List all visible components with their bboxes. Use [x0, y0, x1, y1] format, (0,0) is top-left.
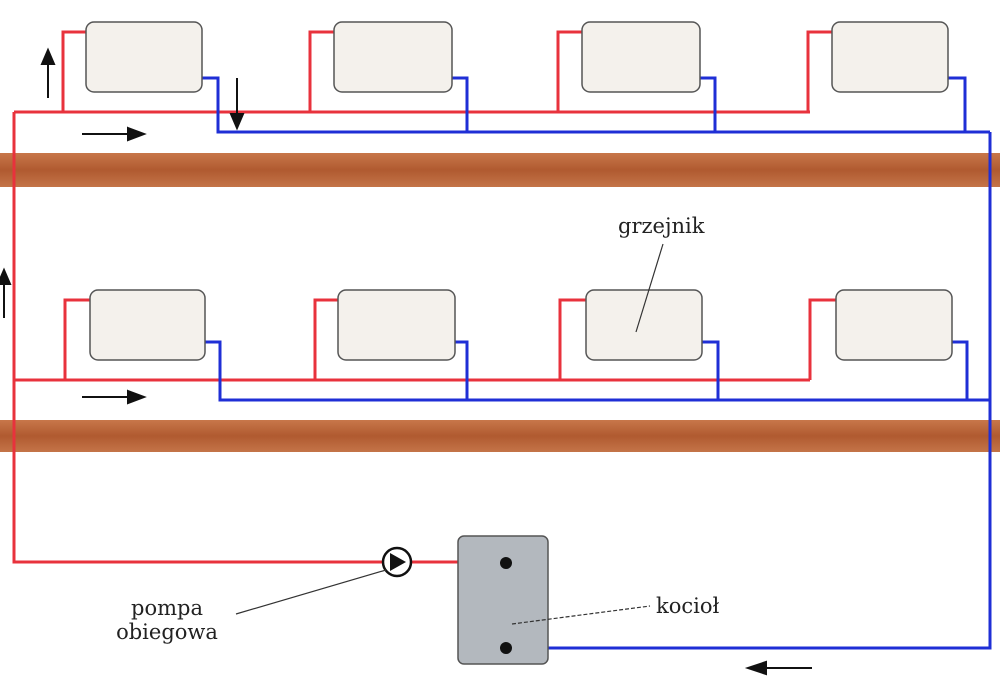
radiator — [89, 289, 206, 361]
radiator-leader-line — [635, 243, 664, 333]
radiator-label: grzejnik — [618, 214, 705, 238]
boiler-leader-line — [511, 605, 651, 625]
radiators-lower — [89, 289, 953, 361]
return-pipes — [202, 76, 992, 650]
floor-slab-lower — [0, 420, 1000, 452]
radiator — [333, 21, 453, 93]
radiator — [835, 289, 953, 361]
pump-label-line-2: obiegowa — [116, 620, 218, 644]
pump-icon — [381, 546, 413, 578]
radiator — [581, 21, 701, 93]
pump-label: pompa obiegowa — [112, 596, 222, 644]
boiler-label: kocioł — [656, 594, 720, 618]
boiler-connection-dot — [500, 557, 512, 569]
flow-arrow-icon — [40, 47, 56, 98]
pump-leader-line — [235, 569, 387, 615]
pump-label-line-1: pompa — [131, 596, 203, 620]
radiator — [831, 21, 949, 93]
boiler — [457, 535, 549, 665]
supply-pipes — [12, 30, 836, 564]
boiler-connection-dot — [500, 642, 512, 654]
floor-slab-upper — [0, 153, 1000, 187]
flow-arrow-icon — [82, 126, 147, 142]
radiator — [585, 289, 703, 361]
radiators-upper — [85, 21, 949, 93]
flow-arrows — [0, 47, 812, 676]
flow-arrow-icon — [0, 267, 12, 318]
flow-arrow-icon — [82, 389, 147, 405]
radiator — [85, 21, 203, 93]
radiator — [337, 289, 456, 361]
flow-arrow-icon — [744, 660, 812, 676]
flow-arrow-icon — [229, 78, 245, 131]
